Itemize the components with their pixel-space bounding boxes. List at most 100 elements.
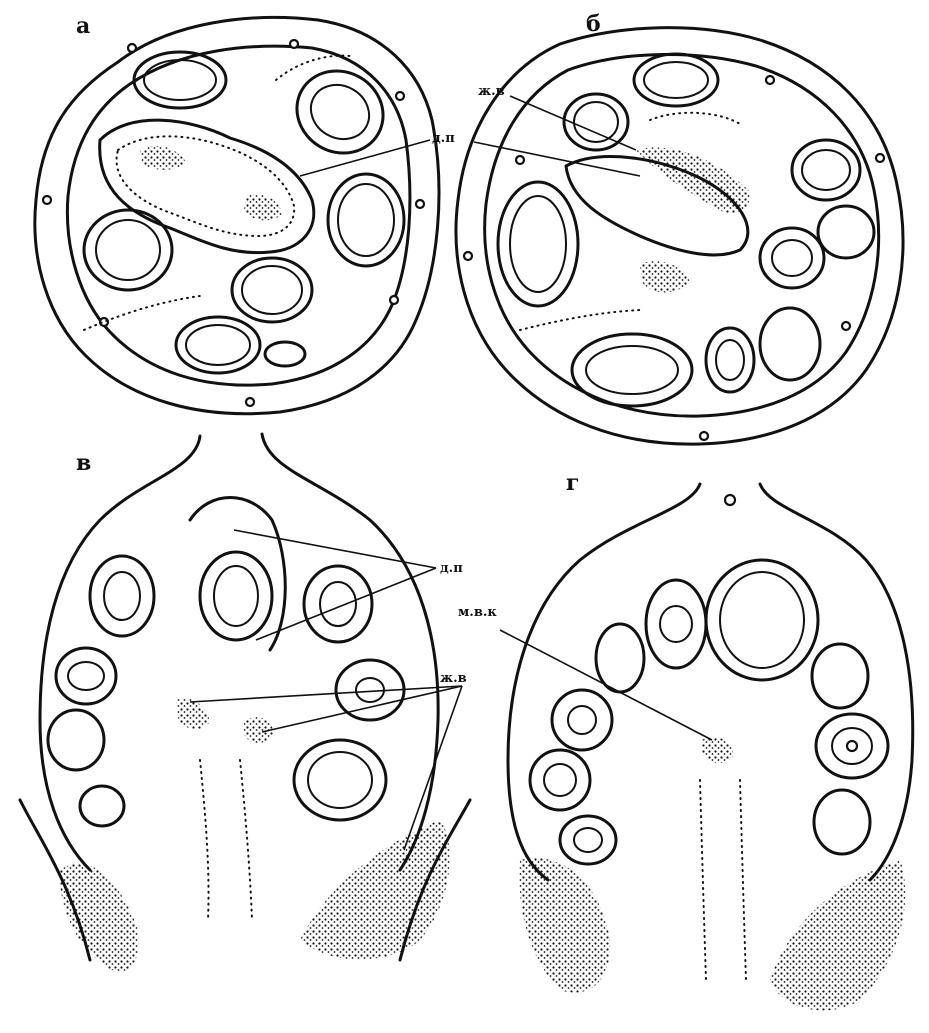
locule xyxy=(48,710,104,770)
panel-a: а д.п xyxy=(35,13,455,414)
panel-a-dark-tissue xyxy=(244,194,282,220)
locule xyxy=(56,648,116,704)
pore xyxy=(396,92,404,100)
pore xyxy=(876,154,884,162)
locule-inner xyxy=(574,102,618,142)
pore xyxy=(290,40,298,48)
locule-inner xyxy=(568,706,596,734)
panel-b-outer-wall xyxy=(456,28,903,444)
locule-inner xyxy=(510,196,566,292)
locule xyxy=(706,560,818,680)
locule-inner xyxy=(214,566,258,626)
locule-inner xyxy=(320,582,356,626)
locule-inner xyxy=(586,346,678,394)
stipple-line xyxy=(700,780,706,980)
panel-letter-g: г xyxy=(566,470,579,496)
locule xyxy=(80,786,124,826)
locule-inner xyxy=(308,752,372,808)
locule xyxy=(304,566,372,642)
pore xyxy=(766,76,774,84)
leader-line xyxy=(474,142,640,176)
locule-inner xyxy=(802,150,850,190)
locule-inner xyxy=(356,678,384,702)
locule-inner xyxy=(104,572,140,620)
locule-inner xyxy=(720,572,804,668)
panel-letter-v: в xyxy=(76,450,91,476)
pore xyxy=(416,200,424,208)
leader-line xyxy=(234,530,436,568)
panel-a-dark-tissue xyxy=(140,146,186,170)
locule xyxy=(232,258,312,322)
locule-inner xyxy=(96,220,160,280)
locule xyxy=(282,55,398,168)
locule xyxy=(812,644,868,708)
panel-g-tissue-left xyxy=(519,858,610,992)
label-a-dp: д.п xyxy=(432,131,455,146)
leader-line xyxy=(500,630,712,740)
pore xyxy=(390,296,398,304)
locule xyxy=(90,556,154,636)
locule-inner xyxy=(68,662,104,690)
panel-v-tissue-right xyxy=(300,820,450,960)
locule-inner xyxy=(544,764,576,796)
locule xyxy=(560,816,616,864)
panel-v-dark-tissue xyxy=(176,698,210,729)
locule xyxy=(572,334,692,406)
pore xyxy=(516,156,524,164)
label-v-zhv: ж.в xyxy=(440,671,467,686)
locule xyxy=(760,228,824,288)
pore xyxy=(128,44,136,52)
locule xyxy=(818,206,874,258)
locule-inner xyxy=(716,340,744,380)
locule-inner xyxy=(338,184,394,256)
panel-letter-a: а xyxy=(76,13,90,39)
panel-v-outer-wall-right xyxy=(262,434,438,870)
panel-b-dark-tissue xyxy=(640,261,690,292)
locule-inner xyxy=(242,266,302,314)
pore xyxy=(842,322,850,330)
stipple-line xyxy=(240,760,252,920)
panel-a-inner-wall xyxy=(67,46,410,385)
locule xyxy=(596,624,644,692)
panel-v-tissue-left xyxy=(60,864,139,972)
pore xyxy=(847,741,857,751)
panel-g: г м.в.к xyxy=(458,470,913,1010)
locule-inner xyxy=(186,325,250,365)
pore xyxy=(464,252,472,260)
panel-a-outer-wall xyxy=(35,17,439,413)
locule-inner xyxy=(644,62,708,98)
panel-g-dark-tissue xyxy=(702,737,734,763)
locule-inner xyxy=(772,240,812,276)
panel-b: б ж.в xyxy=(456,11,903,444)
label-b-zhv: ж.в xyxy=(478,84,505,99)
locule xyxy=(84,210,172,290)
locule xyxy=(265,342,305,366)
locule xyxy=(552,690,612,750)
locule-inner xyxy=(574,828,602,852)
locule xyxy=(814,790,870,854)
locule xyxy=(706,328,754,392)
pore xyxy=(725,495,735,505)
panel-b-dark-tissue xyxy=(636,147,750,213)
stipple-line xyxy=(740,780,746,980)
pore xyxy=(246,398,254,406)
locule xyxy=(760,308,820,380)
panel-v-outer-wall xyxy=(40,436,200,870)
stipple-line xyxy=(200,760,209,920)
label-g-mvk: м.в.к xyxy=(458,605,497,620)
stipple-line xyxy=(650,113,740,124)
locule xyxy=(646,580,706,668)
locule-inner xyxy=(144,60,216,100)
pore xyxy=(43,196,51,204)
panel-g-outer-wall-right xyxy=(760,484,913,880)
locule xyxy=(328,174,404,266)
panel-a-placenta xyxy=(100,120,314,252)
stipple-line xyxy=(520,310,640,330)
leader-line xyxy=(262,686,462,732)
locule xyxy=(530,750,590,810)
locule-inner xyxy=(301,74,379,149)
panel-g-tissue-right xyxy=(770,860,905,1010)
panel-v: в д.п ж.в xyxy=(20,434,470,972)
pore xyxy=(700,432,708,440)
